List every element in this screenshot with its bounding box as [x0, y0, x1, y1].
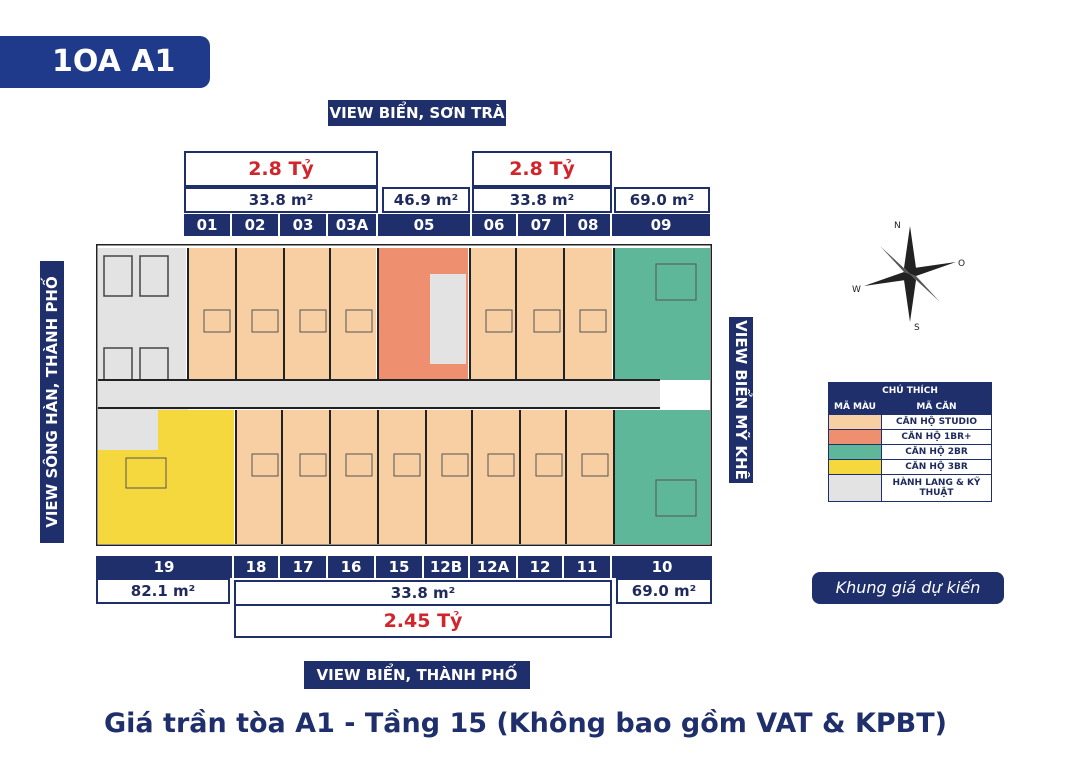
unit-03: 03: [280, 214, 328, 236]
area-box-09: 69.0 m²: [614, 187, 710, 213]
unit-10: 10: [651, 558, 673, 576]
bottom-unit-bar: 19 18 17 16 15 12B 12A 12 11 10: [96, 556, 712, 578]
area-box-top-left: 33.8 m²: [184, 187, 378, 213]
unit-16: 16: [328, 556, 376, 578]
price-box-top-right: 2.8 Tỷ: [472, 151, 612, 187]
floor-plan: [96, 244, 712, 546]
stair-05: [430, 274, 466, 364]
price-value: 2.8 Tỷ: [248, 158, 314, 180]
legend-row: CĂN HỘ 1BR+: [829, 429, 991, 444]
compass-rose-icon: N S W O: [852, 221, 965, 332]
legend-label: CĂN HỘ 3BR: [905, 462, 968, 472]
legend-swatch: [829, 475, 882, 501]
legend: CHÚ THÍCH MÃ MÀU MÃ CĂN CĂN HỘ STUDIO CĂ…: [828, 382, 992, 502]
area-box-bottom: 33.8 m²: [234, 580, 612, 606]
area-box-19: 82.1 m²: [96, 578, 230, 604]
legend-label: CĂN HỘ STUDIO: [896, 417, 977, 427]
unit-15: 15: [376, 556, 424, 578]
unit-17: 17: [280, 556, 328, 578]
unit-05: 05: [378, 214, 472, 236]
legend-swatch: [829, 445, 882, 459]
studio-block-top-left: [188, 248, 376, 380]
unit-01: 01: [184, 214, 232, 236]
unit-19: 19: [96, 556, 234, 578]
legend-swatch: [829, 415, 882, 429]
compass-s: S: [914, 323, 920, 332]
legend-col-color: MÃ MÀU: [829, 400, 882, 414]
view-right-label: VIEW BIỂN MỸ KHÊ: [729, 317, 753, 483]
area-box-top-right: 33.8 m²: [472, 187, 612, 213]
legend-row: CĂN HỘ 2BR: [829, 444, 991, 459]
legend-title: CHÚ THÍCH: [829, 383, 991, 399]
compass-w: W: [852, 285, 861, 295]
studio-block-top-right: [470, 248, 612, 380]
compass-n: N: [894, 221, 901, 231]
price-value: 2.45 Tỷ: [383, 610, 463, 632]
legend-col-type: MÃ CĂN: [882, 400, 991, 414]
unit-10-plan: [614, 410, 710, 544]
top-unit-bar: 01 02 03 03A 05 06 07 08 09: [184, 214, 710, 236]
legend-label: CĂN HỘ 2BR: [905, 447, 968, 457]
unit-12: 12: [518, 556, 564, 578]
price-box-top-left: 2.8 Tỷ: [184, 151, 378, 187]
price-frame-label: Khung giá dự kiến: [812, 572, 1004, 604]
legend-swatch: [829, 430, 882, 444]
unit-11: 11: [564, 556, 612, 578]
unit-09: 09: [650, 216, 672, 234]
unit-08: 08: [566, 214, 612, 236]
unit-06: 06: [472, 214, 518, 236]
legend-row: CĂN HỘ STUDIO: [829, 414, 991, 429]
view-bottom-label: VIEW BIỂN, THÀNH PHỐ: [304, 661, 530, 689]
area-box-10: 69.0 m²: [616, 578, 712, 604]
unit-02: 02: [232, 214, 280, 236]
legend-swatch: [829, 460, 882, 474]
building-title: 1OA A1: [0, 36, 210, 88]
unit-12a: 12A: [470, 556, 518, 578]
footer-caption: Giá trần tòa A1 - Tầng 15 (Không bao gồm…: [104, 708, 947, 739]
legend-label: CĂN HỘ 1BR+: [901, 432, 972, 442]
core-technical-area: [98, 248, 186, 404]
compass-e: O: [958, 259, 965, 269]
legend-label: HÀNH LANG & KỸ THUẬT: [892, 478, 981, 498]
unit-09-plan: [614, 248, 710, 380]
corridor: [98, 380, 660, 408]
legend-row: HÀNH LANG & KỸ THUẬT: [829, 474, 991, 501]
price-value: 2.8 Tỷ: [509, 158, 575, 180]
view-top-label: VIEW BIỂN, SƠN TRÀ: [328, 100, 506, 126]
unit-03a: 03A: [328, 214, 378, 236]
price-box-bottom: 2.45 Tỷ: [234, 604, 612, 638]
unit-07: 07: [518, 214, 566, 236]
area-box-05: 46.9 m²: [382, 187, 470, 213]
unit-12b: 12B: [424, 556, 470, 578]
unit-18: 18: [234, 556, 280, 578]
view-left-label: VIEW SÔNG HÀN, THÀNH PHỐ: [40, 261, 64, 543]
legend-row: CĂN HỘ 3BR: [829, 459, 991, 474]
